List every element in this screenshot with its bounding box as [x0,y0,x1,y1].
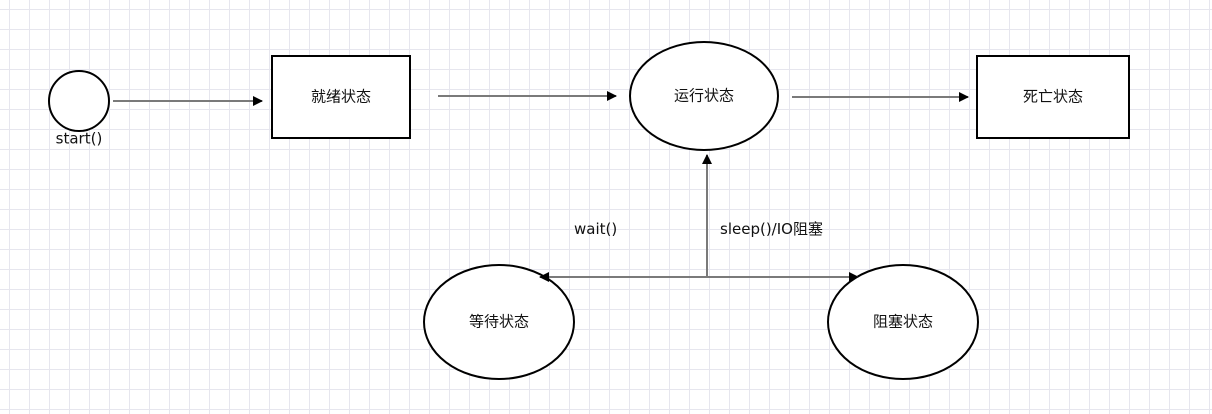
wait-edge-label: wait() [574,220,617,238]
ready-state-label: 就绪状态 [311,88,371,106]
waiting-state-node [423,264,575,380]
blocked-state-node [827,264,979,380]
dead-state-node [976,55,1130,139]
waiting-state-label: 等待状态 [469,313,529,331]
running-state-label: 运行状态 [674,87,734,105]
sleep-io-edge-label: sleep()/IO阻塞 [720,220,823,238]
dead-state-label: 死亡状态 [1023,88,1083,106]
blocked-state-label: 阻塞状态 [873,313,933,331]
start-label: start() [56,130,103,148]
running-state-node [629,41,779,151]
start-node [48,70,110,132]
ready-state-node [271,55,411,139]
